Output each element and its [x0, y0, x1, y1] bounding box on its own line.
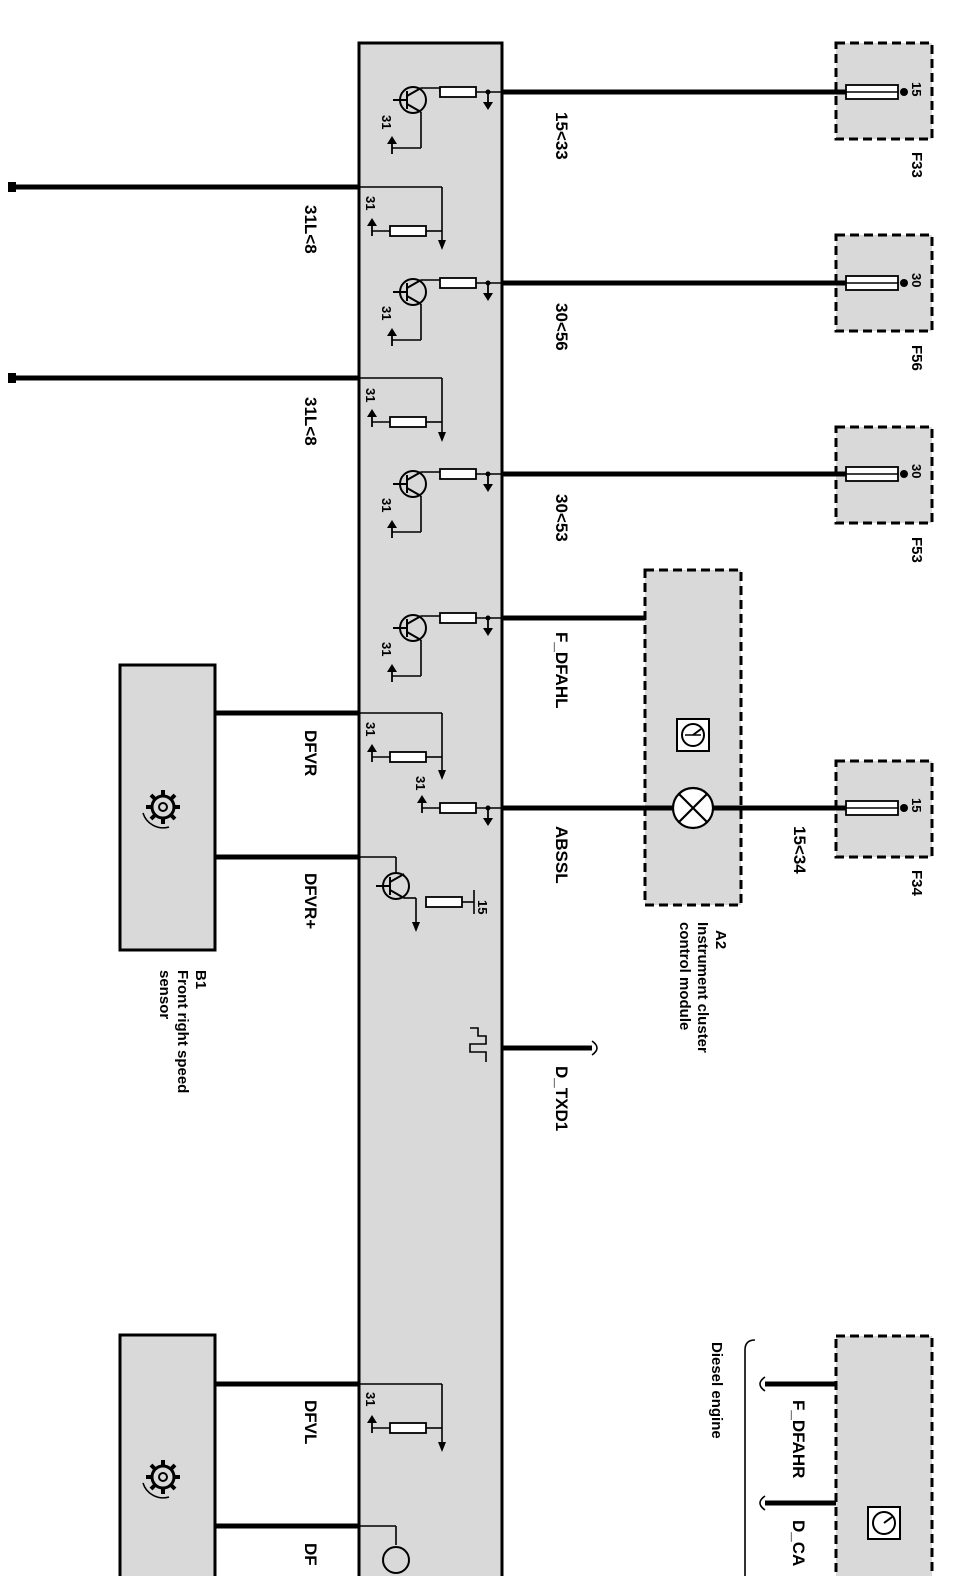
- resistor-icon: [439, 612, 477, 624]
- connector-icon: [8, 373, 16, 383]
- wire-label-dfvl-plus-partial: DF: [301, 1543, 320, 1566]
- connector-icon: [759, 1495, 766, 1511]
- wire-label-dfvl: DFVL: [301, 1400, 320, 1444]
- ground-label: 31: [363, 1392, 378, 1406]
- fuse-icon: [845, 275, 909, 291]
- wire-label-30-53: 30<53: [552, 494, 571, 542]
- fuse-terminal-f56: 30: [909, 273, 924, 287]
- input-stage-dfvr-plus: [359, 856, 475, 932]
- ground-label: 31: [379, 115, 394, 129]
- input-stage-dfvl-plus: [359, 1525, 410, 1574]
- ground-label: 31: [363, 722, 378, 736]
- fuse-terminal-f33: 15: [909, 82, 924, 96]
- resistor-icon: [389, 1422, 427, 1434]
- gauge-icon: [867, 1506, 901, 1540]
- fuse-icon: [845, 800, 909, 816]
- wire-label-abssl: ABSSL: [552, 826, 571, 884]
- resistor-icon: [389, 416, 427, 428]
- a2-name-line1: Instrument cluster: [694, 922, 711, 1053]
- ground-label: 31: [379, 306, 394, 320]
- input-stage-dfvr: [359, 712, 446, 780]
- ground-label: 31: [413, 776, 428, 790]
- connector-icon: [591, 1040, 598, 1056]
- output-stage-1: [386, 86, 502, 155]
- pulse-signal-icon: [469, 1027, 487, 1062]
- wire-label-30-56: 30<56: [552, 303, 571, 351]
- ground-label: 31: [379, 498, 394, 512]
- fuse-icon: [845, 84, 909, 100]
- input-stage-abssl: [416, 794, 502, 827]
- gauge-icon: [676, 718, 710, 752]
- fuse-label-f56: F56: [908, 345, 925, 371]
- supply-label-15: 15: [475, 900, 490, 914]
- output-stage-4: [386, 612, 502, 683]
- a2-name-line2: control module: [676, 922, 693, 1030]
- lamp-icon: [671, 786, 715, 830]
- resistor-icon: [439, 86, 477, 98]
- input-stage-31l-a: [359, 186, 446, 250]
- wire-label-15-34: 15<34: [790, 826, 809, 874]
- fuse-label-f53: F53: [908, 537, 925, 563]
- ground-label: 31: [363, 196, 378, 210]
- diesel-bracket: [744, 1339, 756, 1576]
- wire-label-dfvr: DFVR: [301, 730, 320, 776]
- fuse-terminal-f34: 15: [909, 798, 924, 812]
- resistor-icon: [389, 225, 427, 237]
- input-stage-31l-b: [359, 377, 446, 442]
- resistor-icon: [425, 896, 463, 908]
- resistor-icon: [439, 468, 477, 480]
- fuse-terminal-f53: 30: [909, 464, 924, 478]
- resistor-icon: [439, 277, 477, 289]
- resistor-icon: [439, 802, 477, 814]
- wire-label-dfvr-plus: DFVR+: [301, 873, 320, 929]
- fuse-icon: [845, 466, 909, 482]
- a2-id: A2: [712, 930, 729, 949]
- fuse-label-f34: F34: [908, 870, 925, 897]
- wire-label-31l-8-a: 31L<8: [301, 205, 320, 254]
- wire-label-d-txd1: D_TXD1: [552, 1066, 571, 1131]
- speed-sensor-lower-box: [118, 1333, 217, 1576]
- fuse-label-f33: F33: [908, 152, 925, 178]
- ground-label: 31: [379, 642, 394, 656]
- wire-label-f-dfahl: F_DFAHL: [552, 632, 571, 709]
- output-stage-2: [386, 277, 502, 347]
- diesel-engine-note: Diesel engine: [708, 1342, 725, 1439]
- wire-label-15-33: 15<33: [552, 112, 571, 160]
- wire-label-f-dfahr: F_DFAHR: [789, 1400, 808, 1478]
- connector-icon: [759, 1376, 766, 1392]
- wire-label-d-ca-partial: D_CA: [789, 1520, 808, 1566]
- input-stage-dfvl: [359, 1383, 446, 1452]
- ground-label: 31: [363, 388, 378, 402]
- resistor-icon: [389, 751, 427, 763]
- b1-name-line1: Front right speed: [174, 970, 191, 1093]
- wire-label-31l-8-b: 31L<8: [301, 397, 320, 446]
- control-module-body: [357, 41, 504, 1576]
- connector-icon: [8, 182, 16, 192]
- b1-name-line2: sensor: [156, 970, 173, 1019]
- output-stage-3: [386, 468, 502, 539]
- b1-id: B1: [192, 970, 209, 989]
